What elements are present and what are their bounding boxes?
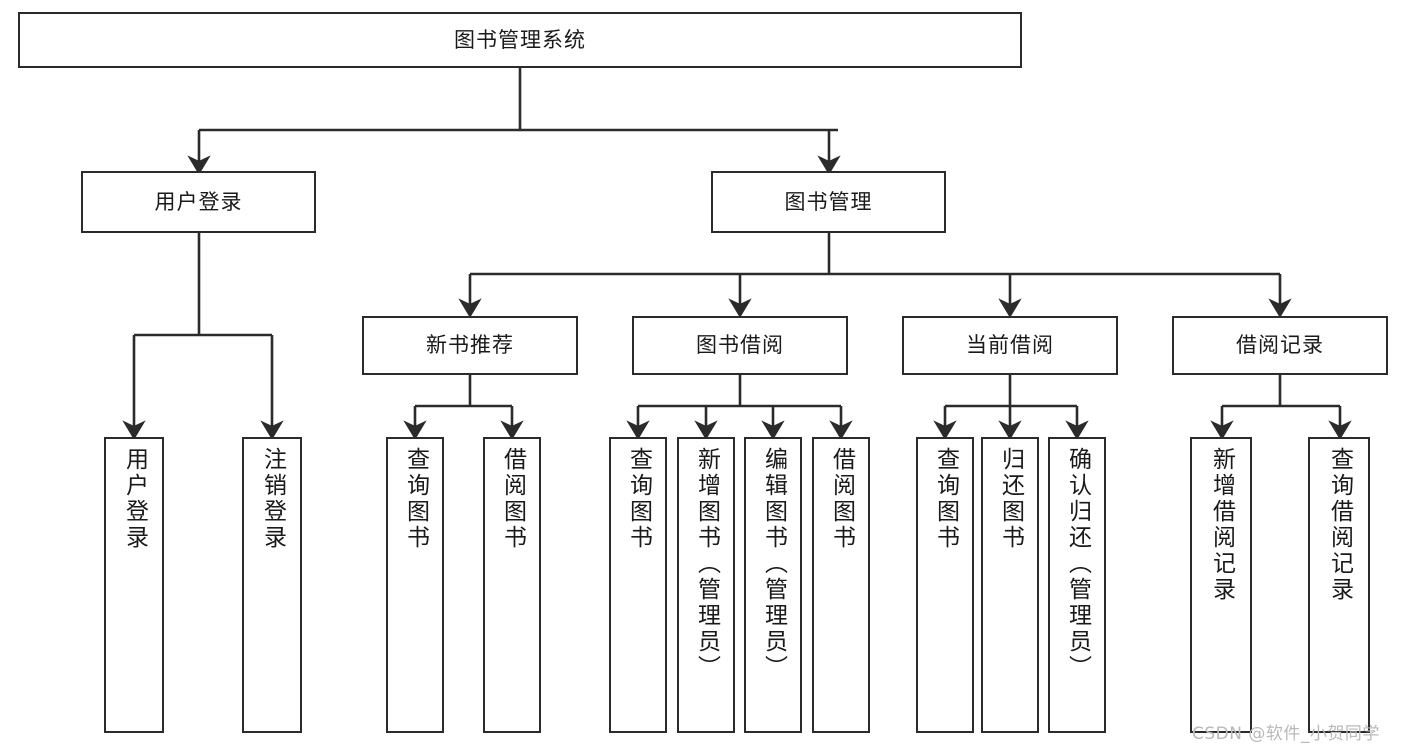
node-current-borrow[interactable]: 当前借阅 — [902, 316, 1118, 375]
node-leaf-query-book-3[interactable]: 查询图书 — [916, 437, 974, 733]
node-leaf-query-record[interactable]: 查询借阅记录 — [1308, 437, 1370, 733]
node-borrow-record[interactable]: 借阅记录 — [1172, 316, 1388, 375]
node-label: 用户登录 — [154, 189, 243, 214]
node-label: 查询图书 — [625, 447, 652, 551]
node-label: 图书借阅 — [696, 333, 784, 358]
node-label: 确认归还（管理员） — [1064, 447, 1091, 681]
node-label: 归还图书 — [997, 447, 1024, 551]
node-label: 借阅图书 — [828, 447, 855, 551]
node-label: 编辑图书（管理员） — [760, 447, 787, 681]
node-leaf-add-book[interactable]: 新增图书（管理员） — [677, 437, 735, 733]
node-leaf-borrow-book-1[interactable]: 借阅图书 — [483, 437, 541, 733]
node-label: 用户登录 — [121, 447, 148, 551]
node-leaf-borrow-book-2[interactable]: 借阅图书 — [812, 437, 870, 733]
csdn-watermark: CSDN @软件_小贺同学 — [1192, 724, 1380, 744]
node-root-system[interactable]: 图书管理系统 — [18, 12, 1022, 68]
node-leaf-query-book-2[interactable]: 查询图书 — [609, 437, 667, 733]
node-label: 新增借阅记录 — [1208, 447, 1235, 603]
node-leaf-return-book[interactable]: 归还图书 — [981, 437, 1039, 733]
node-user-login[interactable]: 用户登录 — [81, 171, 316, 233]
node-label: 图书管理 — [784, 189, 873, 214]
node-book-borrow[interactable]: 图书借阅 — [632, 316, 848, 375]
node-label: 查询图书 — [932, 447, 959, 551]
node-label: 注销登录 — [259, 447, 286, 551]
node-leaf-edit-book[interactable]: 编辑图书（管理员） — [744, 437, 802, 733]
node-leaf-confirm-return[interactable]: 确认归还（管理员） — [1048, 437, 1106, 733]
node-label: 借阅记录 — [1236, 333, 1324, 358]
node-leaf-add-record[interactable]: 新增借阅记录 — [1190, 437, 1252, 733]
node-label: 当前借阅 — [966, 333, 1054, 358]
node-label: 查询图书 — [402, 447, 429, 551]
node-leaf-user-login[interactable]: 用户登录 — [104, 437, 164, 733]
node-label: 图书管理系统 — [454, 27, 586, 52]
node-label: 新增图书（管理员） — [693, 447, 720, 681]
node-label: 新书推荐 — [426, 333, 514, 358]
node-new-book-recommend[interactable]: 新书推荐 — [362, 316, 578, 375]
node-leaf-query-book-1[interactable]: 查询图书 — [386, 437, 444, 733]
node-leaf-logout[interactable]: 注销登录 — [242, 437, 302, 733]
node-book-manage[interactable]: 图书管理 — [711, 171, 946, 233]
node-label: 借阅图书 — [499, 447, 526, 551]
node-label: 查询借阅记录 — [1326, 447, 1353, 603]
